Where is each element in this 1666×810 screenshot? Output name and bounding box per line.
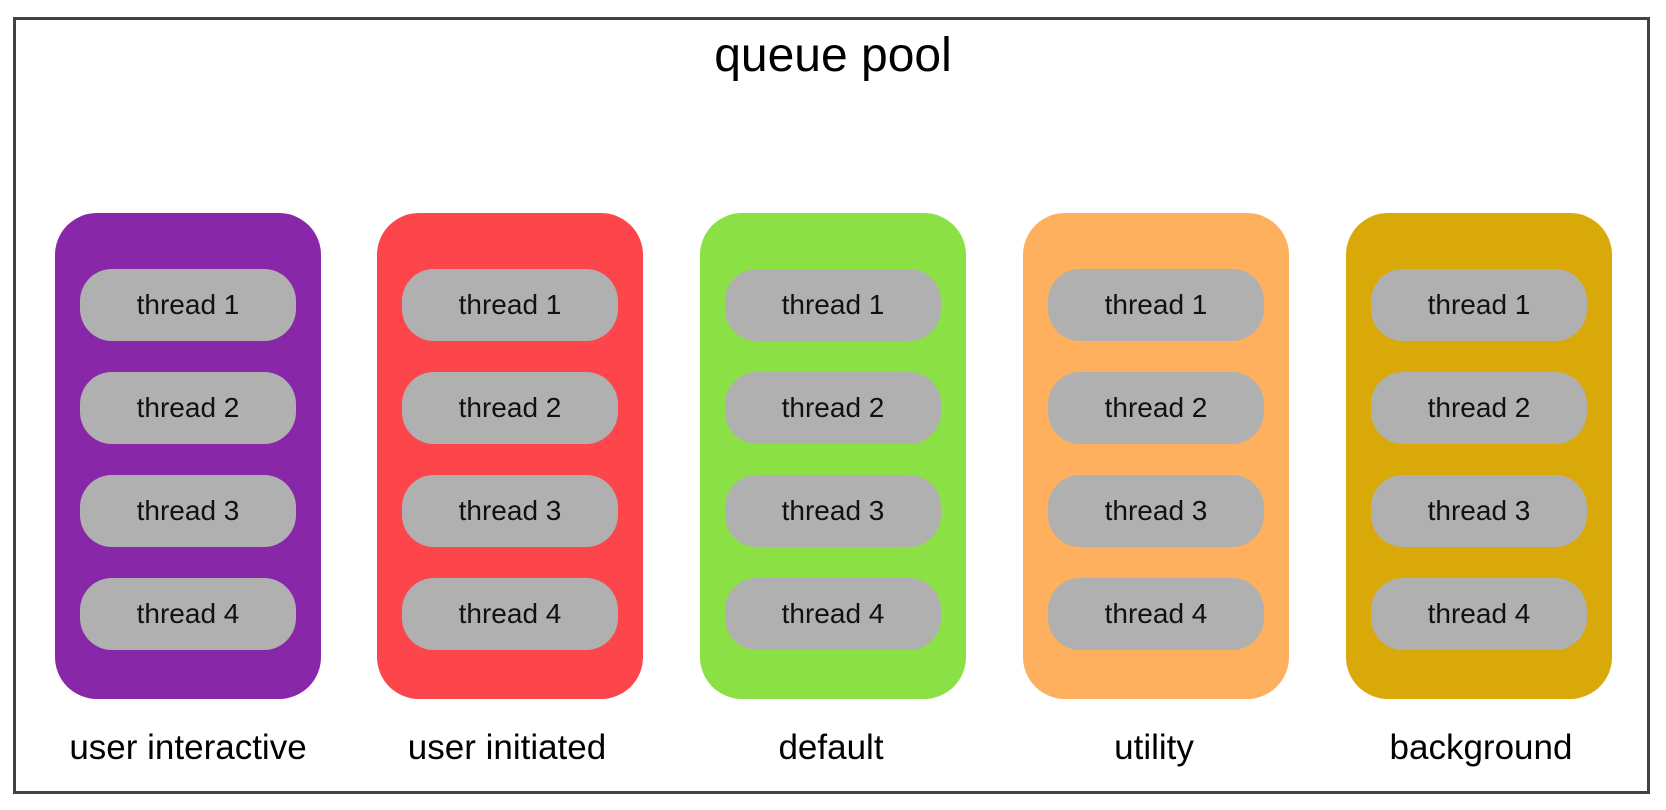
- thread-box: thread 3: [80, 475, 296, 547]
- thread-box: thread 4: [1048, 578, 1264, 650]
- queue-background: thread 1 thread 2 thread 3 thread 4: [1346, 213, 1612, 699]
- thread-box: thread 4: [725, 578, 941, 650]
- queue-default: thread 1 thread 2 thread 3 thread 4: [700, 213, 966, 699]
- queue-pool-frame: [13, 17, 1650, 794]
- thread-box: thread 2: [402, 372, 618, 444]
- thread-box: thread 1: [1371, 269, 1587, 341]
- thread-box: thread 4: [1371, 578, 1587, 650]
- thread-box: thread 4: [80, 578, 296, 650]
- thread-box: thread 2: [1371, 372, 1587, 444]
- queue-label-background: background: [1389, 728, 1573, 767]
- thread-box: thread 3: [1048, 475, 1264, 547]
- thread-box: thread 4: [402, 578, 618, 650]
- thread-box: thread 1: [725, 269, 941, 341]
- diagram-title: queue pool: [714, 29, 952, 82]
- thread-box: thread 1: [1048, 269, 1264, 341]
- thread-box: thread 2: [1048, 372, 1264, 444]
- queue-label-user-initiated: user initiated: [407, 728, 607, 767]
- thread-box: thread 3: [402, 475, 618, 547]
- queue-utility: thread 1 thread 2 thread 3 thread 4: [1023, 213, 1289, 699]
- queue-label-default: default: [778, 728, 884, 767]
- thread-box: thread 3: [1371, 475, 1587, 547]
- queue-user-initiated: thread 1 thread 2 thread 3 thread 4: [377, 213, 643, 699]
- thread-box: thread 3: [725, 475, 941, 547]
- thread-box: thread 2: [80, 372, 296, 444]
- queue-label-utility: utility: [1114, 728, 1194, 767]
- queue-user-interactive: thread 1 thread 2 thread 3 thread 4: [55, 213, 321, 699]
- thread-box: thread 2: [725, 372, 941, 444]
- queue-label-user-interactive: user interactive: [69, 728, 307, 767]
- thread-box: thread 1: [402, 269, 618, 341]
- thread-box: thread 1: [80, 269, 296, 341]
